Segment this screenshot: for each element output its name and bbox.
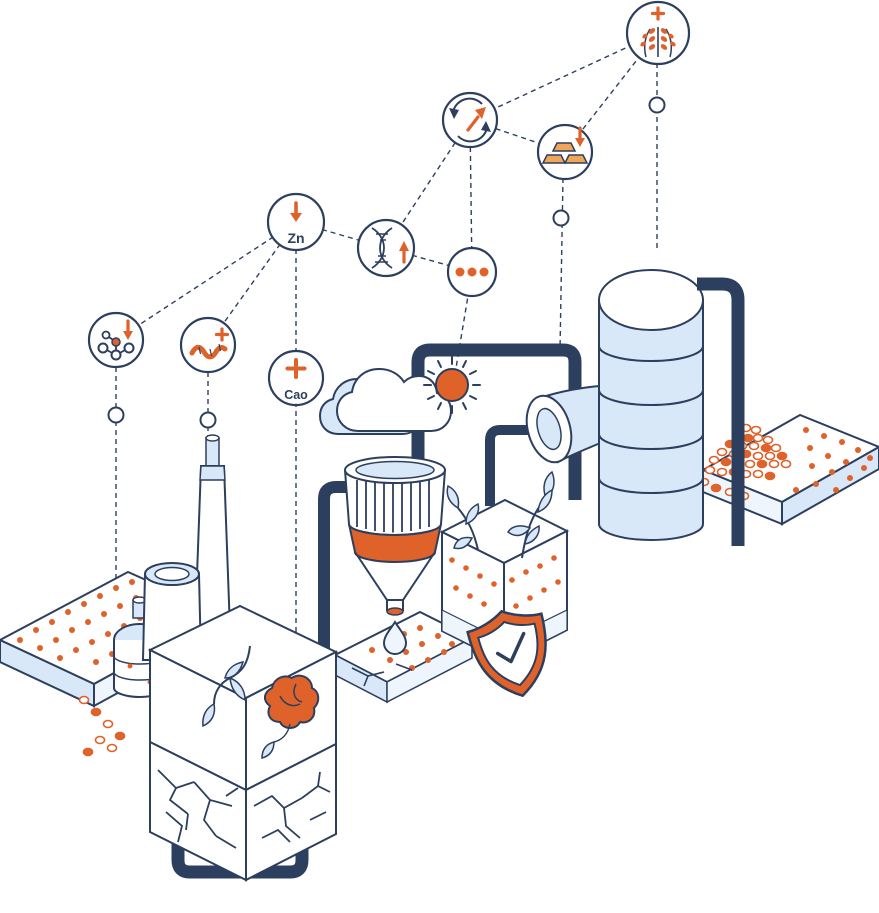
calcium-label: Cao	[284, 388, 308, 402]
molecule-down-icon	[87, 311, 145, 369]
pipe-tank	[697, 277, 745, 546]
sun-icon	[423, 356, 481, 414]
wheat-plus-icon	[625, 0, 691, 66]
funnel-hopper	[344, 456, 446, 655]
leaf	[229, 676, 246, 702]
leaf	[224, 661, 245, 679]
pipe-funnel-branch	[318, 481, 420, 705]
recycle-up-icon	[441, 91, 499, 149]
cloud-front	[335, 367, 453, 432]
funnel-cone	[353, 548, 437, 601]
zinc-label: Zn	[287, 230, 304, 246]
plus-glyph	[214, 327, 230, 342]
connector-dots	[107, 96, 666, 429]
leaf	[524, 524, 540, 545]
dna-up-icon	[356, 218, 416, 278]
plus-glyph	[285, 358, 307, 379]
plus-glyph	[650, 6, 666, 21]
factory-chimney-tall	[193, 434, 232, 631]
leaf	[453, 536, 474, 550]
icon-bubbles: Zn	[87, 0, 691, 407]
soil-dots	[449, 541, 561, 609]
plant-sprigs	[446, 470, 555, 559]
leaf	[537, 488, 553, 514]
shelf-dots	[369, 625, 455, 671]
wheat-grains	[640, 28, 676, 50]
tank-dome	[598, 269, 704, 331]
ellipsis-icon	[446, 246, 498, 298]
cloud	[318, 367, 453, 435]
shelf-cracks	[351, 663, 413, 687]
storage-tank	[598, 269, 745, 546]
sun-rays	[423, 356, 481, 414]
worm-plus-icon	[179, 316, 237, 374]
soil-cracks	[157, 769, 331, 849]
calcium-plus-icon: Cao	[267, 349, 325, 407]
connector-dot	[552, 209, 570, 227]
gravel-spill	[78, 695, 126, 757]
check-icon	[495, 631, 526, 664]
gravel-dots	[793, 427, 873, 493]
sun-disc	[435, 368, 469, 402]
cracked-soil-block	[149, 740, 337, 882]
leaf	[446, 484, 460, 510]
water-droplet	[382, 620, 408, 655]
connector-dot	[107, 406, 125, 424]
leaf	[202, 702, 216, 728]
pipe-drum	[485, 425, 546, 506]
wilted-plant	[202, 645, 251, 728]
up-arrow-glyph	[466, 115, 480, 132]
factory-building	[147, 604, 339, 792]
funnel-stripes	[356, 474, 430, 533]
connector-dot	[648, 96, 666, 114]
leaf	[506, 525, 532, 537]
connector-dot	[199, 411, 217, 429]
leaf	[261, 741, 275, 759]
leaf	[465, 502, 480, 526]
contaminant-blob	[261, 674, 320, 759]
gold-ingots-down-icon	[536, 123, 594, 181]
zinc-down-icon: Zn	[266, 192, 326, 252]
protection-shield	[466, 609, 547, 698]
pipe-main	[411, 343, 582, 500]
